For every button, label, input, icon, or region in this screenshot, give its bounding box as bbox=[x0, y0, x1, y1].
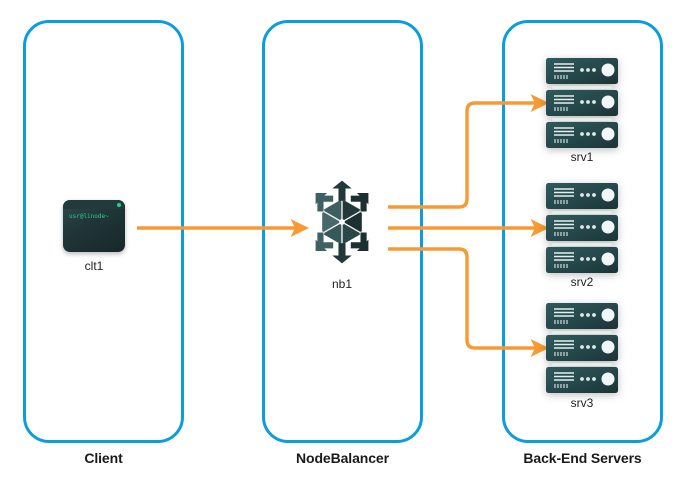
nodebalancer-icon[interactable] bbox=[298, 178, 386, 266]
node-label-srv1: srv1 bbox=[570, 150, 594, 164]
server-divider-top bbox=[552, 211, 612, 214]
server-unit-middle bbox=[546, 90, 618, 116]
node-label-srv2: srv2 bbox=[570, 275, 594, 289]
server-unit-top bbox=[546, 183, 618, 209]
server-divider-bottom bbox=[552, 363, 612, 366]
server-divider-bottom bbox=[552, 118, 612, 121]
nodebalancer-arrow-down-icon bbox=[332, 243, 352, 264]
zone-label-backend-servers: Back-End Servers bbox=[523, 450, 642, 466]
nodebalancer-arrow-up-icon bbox=[332, 180, 352, 201]
server-rack-icon-srv3[interactable] bbox=[544, 302, 620, 394]
zone-backend-servers bbox=[502, 20, 663, 443]
server-unit-bottom bbox=[546, 367, 618, 393]
server-unit-top bbox=[546, 58, 618, 84]
nodebalancer-arrow-upright-icon bbox=[350, 192, 369, 212]
nodebalancer-hexagon bbox=[320, 197, 364, 247]
zone-label-nodebalancer: NodeBalancer bbox=[296, 450, 389, 466]
server-rack-icon-srv1[interactable] bbox=[544, 57, 620, 149]
server-divider-top bbox=[552, 331, 612, 334]
zone-client bbox=[23, 20, 184, 443]
server-unit-bottom bbox=[546, 247, 618, 273]
terminal-titlebar bbox=[63, 200, 125, 209]
server-unit-top bbox=[546, 303, 618, 329]
nodebalancer-arrow-downright-icon bbox=[350, 232, 369, 252]
server-unit-middle bbox=[546, 335, 618, 361]
server-unit-bottom bbox=[546, 122, 618, 148]
zone-label-client: Client bbox=[84, 450, 123, 466]
terminal-icon[interactable]: usr@linode~ bbox=[63, 200, 125, 252]
terminal-prompt-text: usr@linode~ bbox=[69, 213, 109, 220]
node-label-srv3: srv3 bbox=[570, 396, 594, 410]
zone-nodebalancer bbox=[262, 20, 423, 443]
server-divider-bottom bbox=[552, 243, 612, 246]
node-label-clt1: clt1 bbox=[84, 259, 104, 273]
server-divider-top bbox=[552, 86, 612, 89]
nodebalancer-arrow-downleft-icon bbox=[315, 232, 334, 252]
server-rack-icon-srv2[interactable] bbox=[544, 182, 620, 274]
node-label-nb1: nb1 bbox=[331, 277, 353, 291]
nodebalancer-arrow-upleft-icon bbox=[315, 192, 334, 212]
terminal-status-dot-icon bbox=[117, 203, 121, 207]
server-unit-middle bbox=[546, 215, 618, 241]
